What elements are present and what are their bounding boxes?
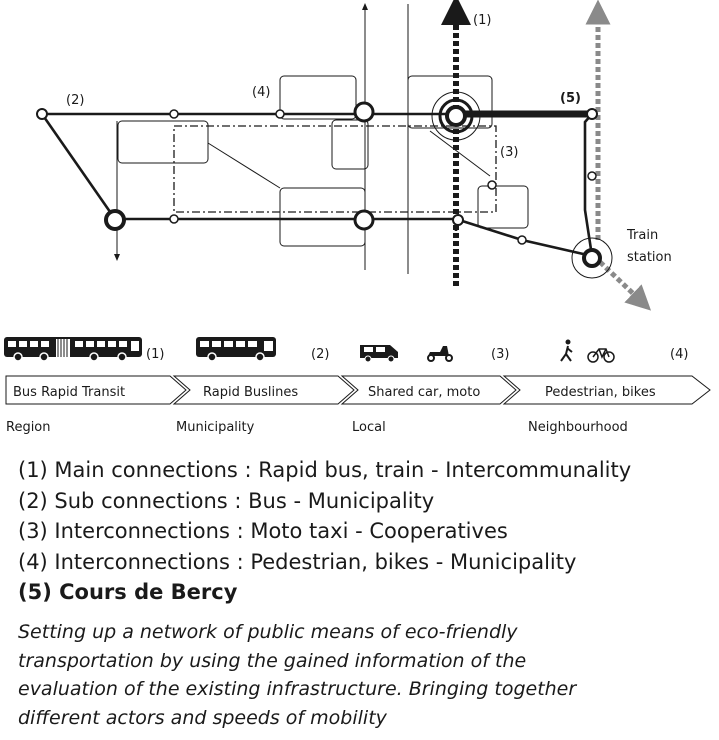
- legend-item-cours: (5) Cours de Bercy: [18, 580, 238, 604]
- level-neighbourhood: Neighbourhood: [528, 420, 628, 435]
- district-blocks: [117, 75, 529, 247]
- level-municipality: Municipality: [176, 420, 255, 435]
- station-label-1: Train: [626, 228, 658, 243]
- level-region: Region: [6, 420, 51, 435]
- label-sub: (2): [66, 93, 84, 108]
- label-inter-moto: (3): [500, 145, 518, 160]
- label-main: (1): [473, 13, 491, 28]
- scale-number-4: (4): [670, 347, 688, 362]
- scale-number-2: (2): [311, 347, 329, 362]
- scale-number-3: (3): [491, 347, 509, 362]
- legend-item-main: (1) Main connections : Rapid bus, train …: [18, 458, 632, 482]
- description-line: evaluation of the existing infrastructur…: [18, 678, 577, 700]
- station-label-2: station: [627, 250, 672, 265]
- description-line: Setting up a network of public means of …: [18, 621, 518, 643]
- mode-bus-rapid-transit: Bus Rapid Transit: [13, 385, 125, 400]
- description-line: transportation by using the gained infor…: [18, 649, 527, 672]
- label-cours: (5): [560, 91, 581, 106]
- legend-item-inter-ped: (4) Interconnections : Pedestrian, bikes…: [18, 549, 577, 574]
- train-line: [585, 0, 652, 311]
- pedestrian-and-bike-icon: [560, 339, 615, 363]
- mode-rapid-buslines: Rapid Buslines: [203, 385, 298, 400]
- scale-number-1: (1): [146, 347, 164, 362]
- van-and-scooter-icon: [360, 345, 453, 363]
- sub-connection-routes: [40, 112, 594, 258]
- mode-shared-car-moto: Shared car, moto: [368, 385, 480, 400]
- description-line: different actors and speeds of mobility: [18, 706, 387, 729]
- scale-chevrons: [5, 375, 711, 405]
- description: Setting up a network of public means of …: [18, 618, 713, 732]
- thin-vertical-lines: [114, 3, 409, 274]
- mode-pedestrian-bikes: Pedestrian, bikes: [545, 385, 656, 400]
- regional-hub-node: [104, 209, 126, 231]
- legend-item-sub: (2) Sub connections : Bus - Municipality: [18, 488, 435, 513]
- bus-rapid-transit-icon: [4, 337, 142, 362]
- network-nodes: [36, 101, 598, 245]
- network-diagram: (1) (2) (4) (5) (3) Train station: [4, 0, 711, 435]
- legend: (1) Main connections : Rapid bus, train …: [18, 455, 708, 608]
- bus-icon: [196, 337, 276, 362]
- level-local: Local: [352, 420, 386, 435]
- main-hub-node: [431, 91, 481, 141]
- legend-item-inter-moto: (3) Interconnections : Moto taxi - Coope…: [18, 519, 508, 543]
- label-inter-ped: (4): [252, 85, 270, 100]
- interconnection-moto-route: [173, 125, 497, 213]
- train-station-node: [571, 237, 613, 279]
